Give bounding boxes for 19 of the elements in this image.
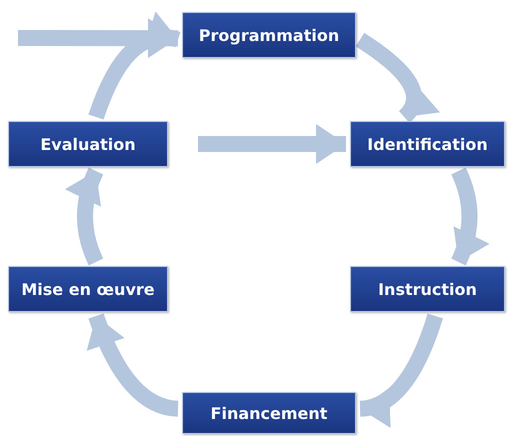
- arrow: [359, 314, 443, 426]
- step-label: Mise en œuvre: [21, 280, 155, 298]
- process-box: [182, 392, 356, 434]
- arrow: [198, 124, 346, 164]
- arrow: [356, 32, 440, 123]
- step-label: Financement: [210, 404, 328, 422]
- arrow: [18, 18, 178, 58]
- step-label: Evaluation: [40, 134, 136, 154]
- step-label: Programmation: [198, 26, 340, 44]
- process-box: [182, 12, 356, 58]
- arrow: [66, 168, 104, 266]
- process-box: [8, 121, 168, 167]
- arrow: [451, 168, 489, 266]
- step-label: Identification: [367, 134, 488, 154]
- process-box: [350, 266, 505, 312]
- step-label: Instruction: [378, 280, 477, 298]
- process-box: [8, 266, 168, 312]
- process-box: [350, 121, 505, 167]
- arrow: [88, 13, 180, 120]
